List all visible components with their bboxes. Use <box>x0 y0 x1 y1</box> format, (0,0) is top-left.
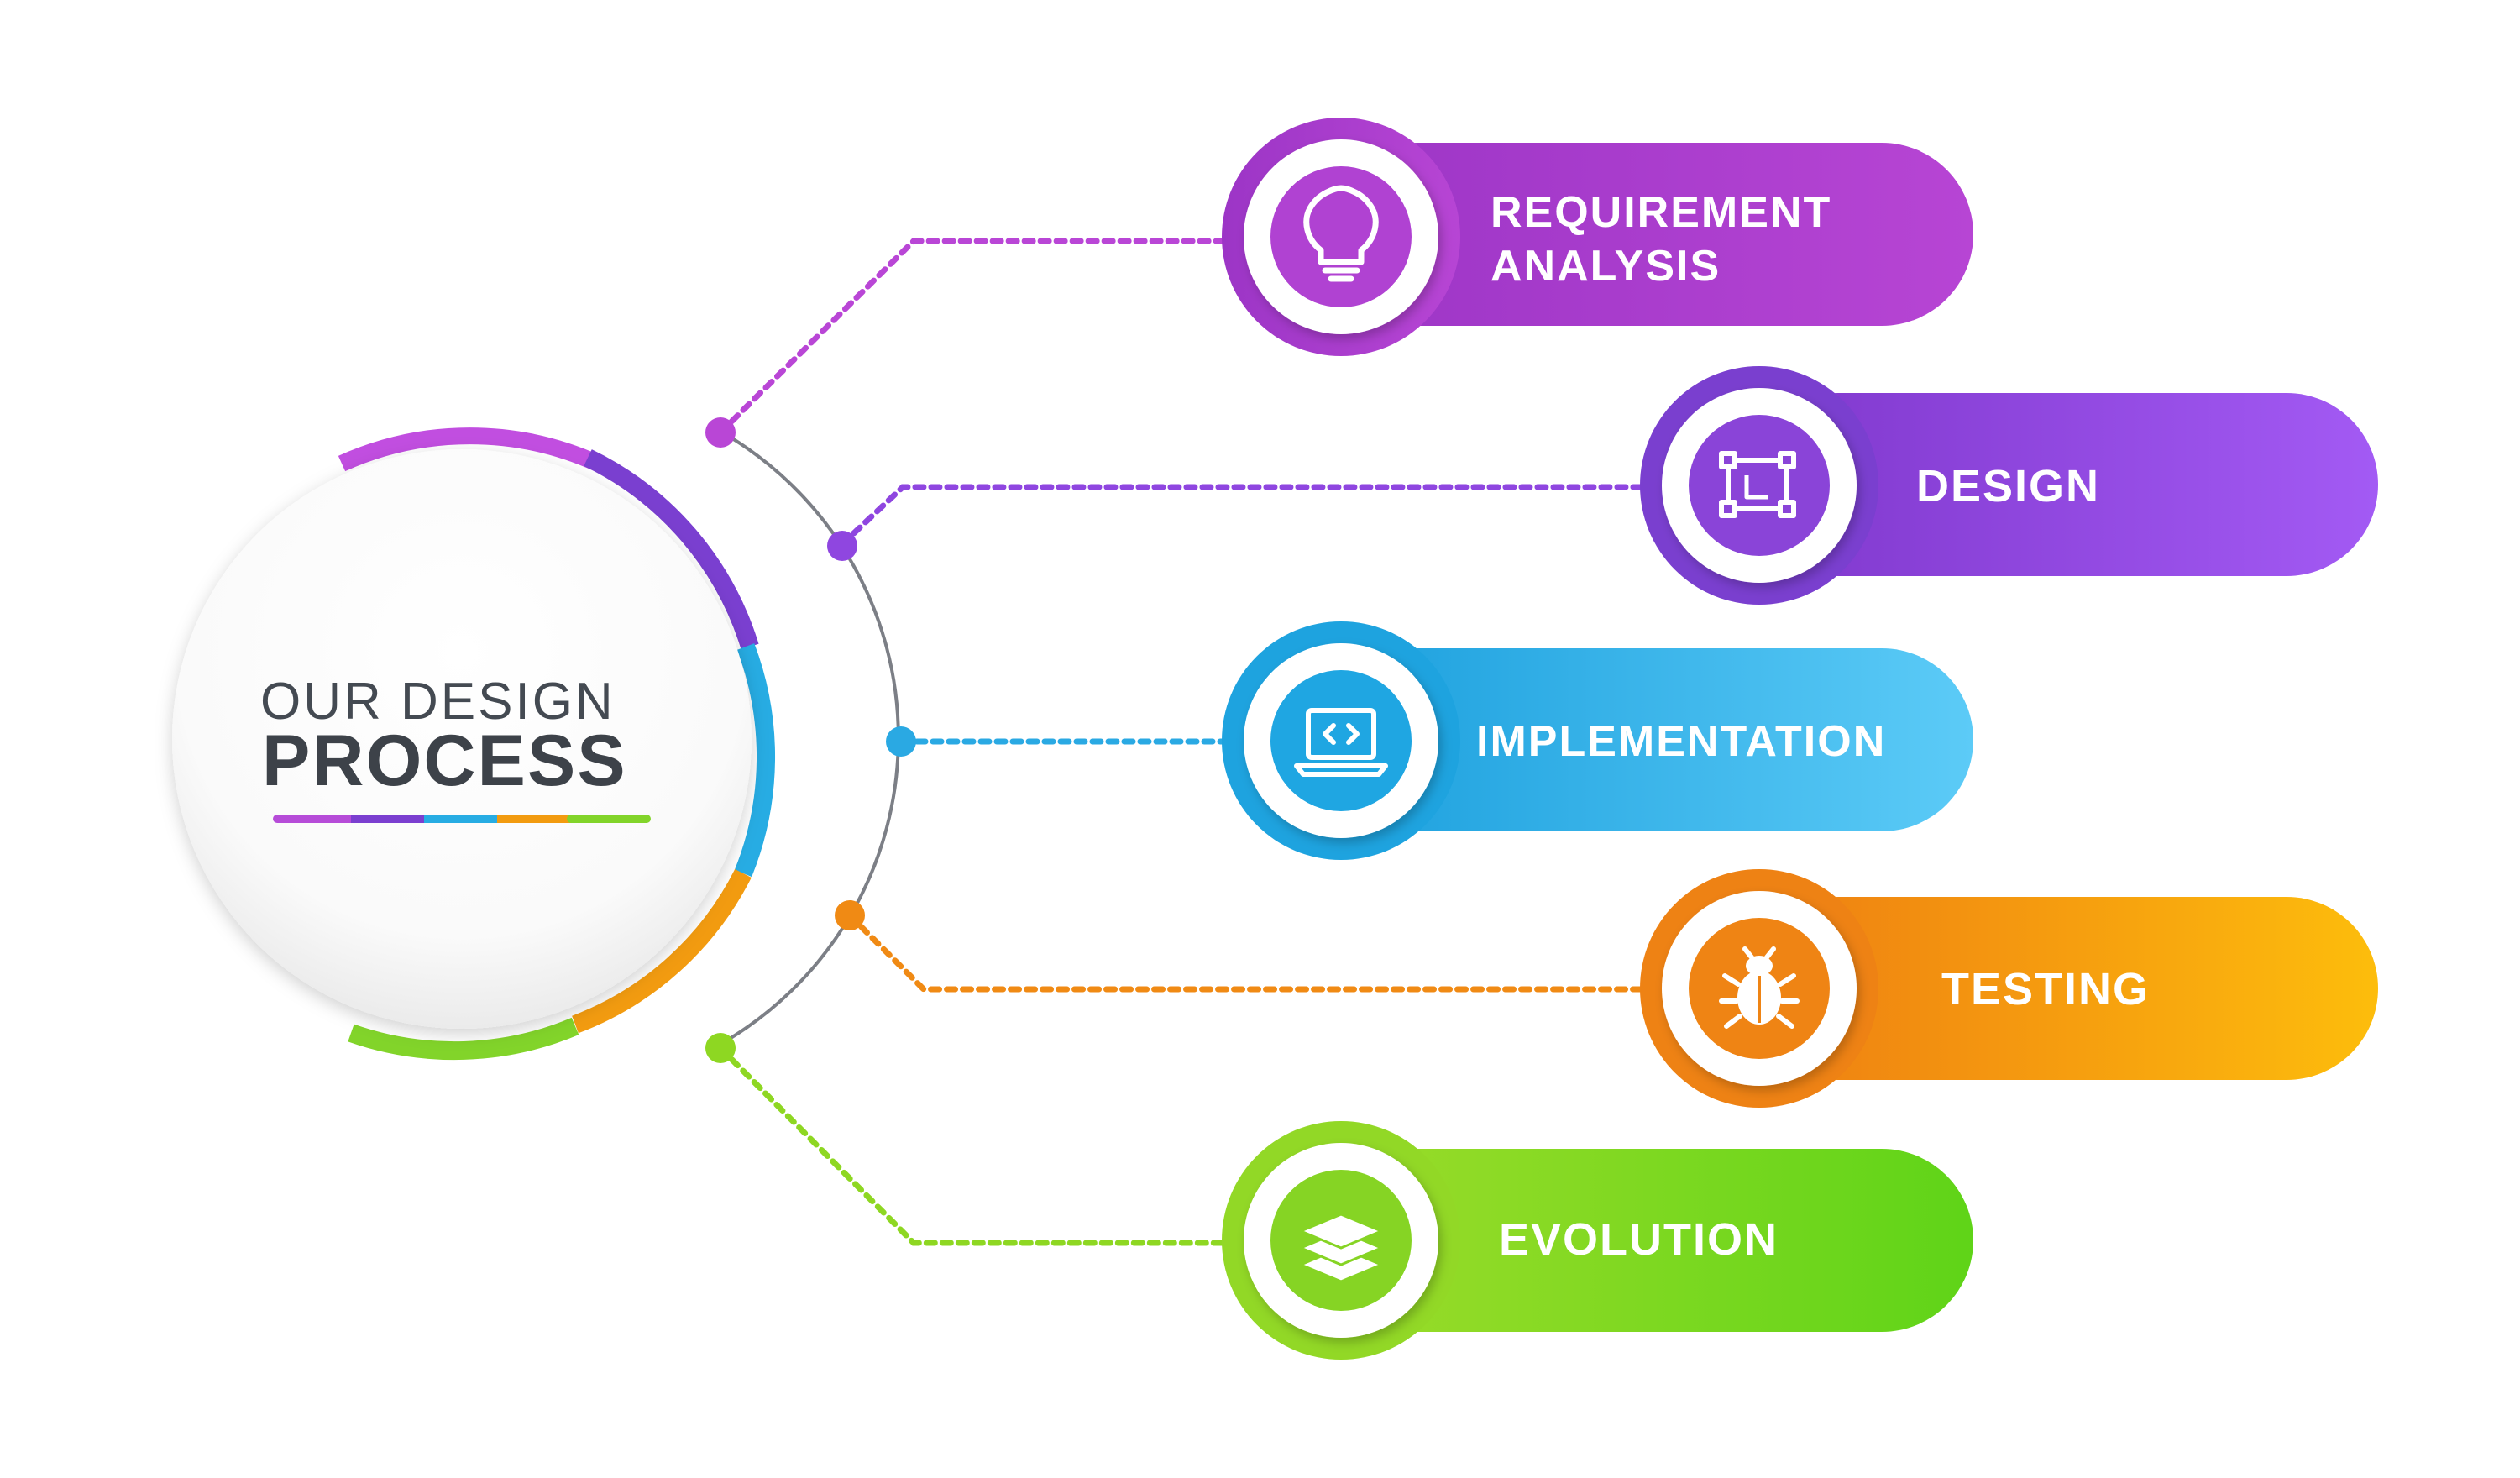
step-implementation: IMPLEMENTATION <box>1222 621 1973 860</box>
connector-line-evolution <box>717 1045 1238 1246</box>
bug-icon <box>1719 946 1800 1029</box>
step-pill <box>1747 897 2378 1080</box>
step-label: DESIGN <box>1916 461 2100 511</box>
connector-line-design <box>839 484 1666 548</box>
connector-dot-implementation <box>886 726 916 757</box>
title-line2: PROCESS <box>262 721 627 801</box>
step-pill <box>1327 143 1973 326</box>
design-frame-icon <box>1719 451 1796 518</box>
hub-disc <box>172 449 752 1029</box>
hub-arc-orange <box>572 869 752 1034</box>
center-hub: OUR DESIGN PROCESS <box>172 427 776 1061</box>
connector-dot-requirement <box>705 417 736 448</box>
step-design: DESIGN <box>1640 366 2378 605</box>
connector-dot-design <box>827 531 857 561</box>
step-label: EVOLUTION <box>1499 1214 1779 1265</box>
step-label-line1: REQUIREMENT <box>1491 188 1831 237</box>
hub-arc-green <box>348 1017 579 1061</box>
step-testing: TESTING <box>1640 869 2378 1108</box>
hub-arc-violet <box>584 449 759 650</box>
step-label: IMPLEMENTATION <box>1476 717 1886 766</box>
step-requirement-analysis: REQUIREMENT ANALYSIS <box>1222 118 1973 356</box>
step-pill <box>1327 1149 1973 1332</box>
hub-arc-purple <box>338 427 602 472</box>
step-pill <box>1747 393 2378 576</box>
lightbulb-icon <box>1303 185 1379 282</box>
connector-dots <box>705 417 916 1063</box>
connector-line-requirement <box>717 238 1238 436</box>
laptop-code-icon <box>1294 708 1388 777</box>
connector-dot-evolution <box>705 1033 736 1063</box>
step-icon-badge <box>1270 166 1412 307</box>
layers-icon <box>1299 1213 1383 1283</box>
connector-line-testing <box>846 912 1666 993</box>
hub-arc-blue <box>734 643 776 878</box>
step-label: TESTING <box>1941 964 2150 1014</box>
connector-dot-testing <box>835 900 865 930</box>
step-label-line2: ANALYSIS <box>1491 242 1721 291</box>
step-icon-badge <box>1689 415 1830 556</box>
connector-lines <box>717 238 1666 1246</box>
title-line1: OUR DESIGN <box>260 673 616 731</box>
step-evolution: EVOLUTION <box>1222 1121 1973 1360</box>
step-icon-badge <box>1270 670 1412 811</box>
step-pill <box>1327 648 1973 831</box>
